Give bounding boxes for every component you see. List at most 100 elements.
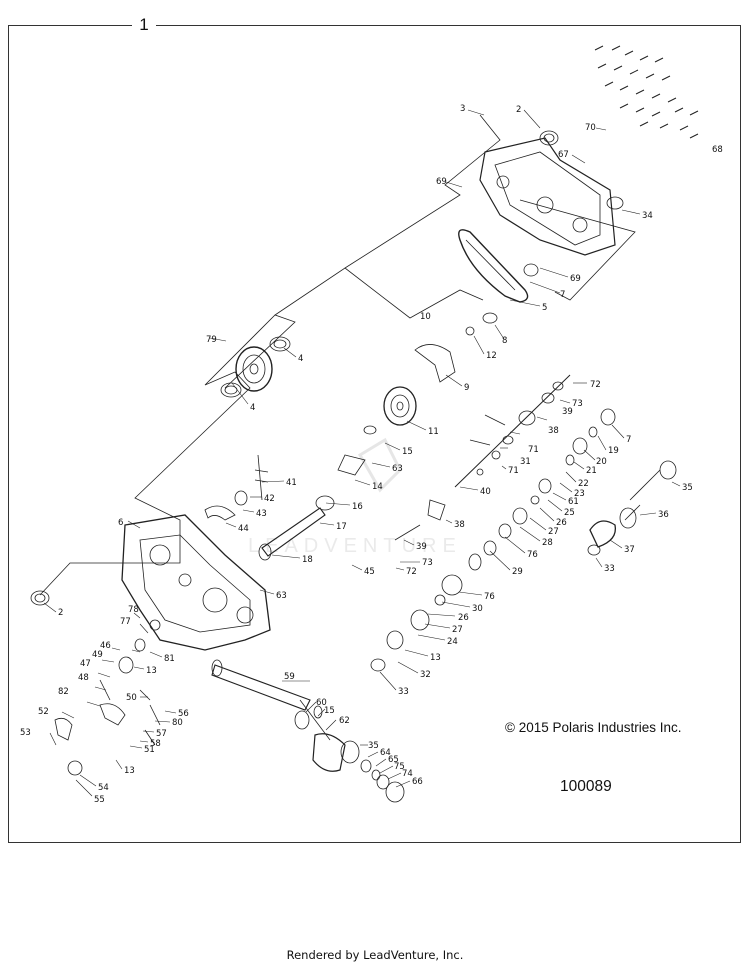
callout-26a: 26: [556, 518, 567, 528]
callout-38b: 38: [454, 520, 465, 530]
callout-50: 50: [126, 693, 137, 703]
callout-13a: 13: [430, 653, 441, 663]
callout-36: 36: [658, 510, 669, 520]
copyright-notice: © 2015 Polaris Industries Inc.: [505, 720, 682, 735]
callout-66: 66: [412, 777, 423, 787]
callout-33b: 33: [604, 564, 615, 574]
callout-19: 19: [608, 446, 619, 456]
callout-63a: 63: [392, 464, 403, 474]
callout-32: 32: [420, 670, 431, 680]
callout-39a: 39: [562, 407, 573, 417]
callout-34: 34: [642, 211, 653, 221]
callout-76b: 76: [484, 592, 495, 602]
callout-81: 81: [164, 654, 175, 664]
callout-42: 42: [264, 494, 275, 504]
callout-2b: 2: [58, 608, 63, 618]
callout-46: 46: [100, 641, 111, 651]
callout-45: 45: [364, 567, 375, 577]
callout-13c: 13: [124, 766, 135, 776]
callout-43: 43: [256, 509, 267, 519]
callout-62: 62: [339, 716, 350, 726]
callout-31: 31: [520, 457, 531, 467]
callout-41: 41: [286, 478, 297, 488]
callout-4a: 4: [298, 354, 303, 364]
callout-11: 11: [428, 427, 439, 437]
callout-61: 61: [568, 497, 579, 507]
page-number: 1: [132, 14, 156, 36]
callout-15a: 15: [402, 447, 413, 457]
callout-77: 77: [120, 617, 131, 627]
callout-69a: 69: [436, 177, 447, 187]
callout-22: 22: [578, 479, 589, 489]
callout-37: 37: [624, 545, 635, 555]
callout-53: 53: [20, 728, 31, 738]
callout-52: 52: [38, 707, 49, 717]
callout-70: 70: [585, 123, 596, 133]
callout-64: 64: [380, 748, 391, 758]
callout-78: 78: [128, 605, 139, 615]
callout-12: 12: [486, 351, 497, 361]
callout-30: 30: [472, 604, 483, 614]
callout-55: 55: [94, 795, 105, 805]
callout-35a: 35: [368, 741, 379, 751]
figure-id: 100089: [560, 778, 612, 795]
callout-40: 40: [480, 487, 491, 497]
callout-33a: 33: [398, 687, 409, 697]
callout-60: 60: [316, 698, 327, 708]
callout-58: 58: [150, 739, 161, 749]
callout-79: 79: [206, 335, 217, 345]
callout-63b: 63: [276, 591, 287, 601]
callout-7a: 7: [560, 290, 565, 300]
callout-29: 29: [512, 567, 523, 577]
callout-47: 47: [80, 659, 91, 669]
callout-73b: 73: [422, 558, 433, 568]
callout-25: 25: [564, 508, 575, 518]
callout-68: 68: [712, 145, 723, 155]
callout-72b: 72: [406, 567, 417, 577]
callout-44: 44: [238, 524, 249, 534]
callout-3: 3: [460, 104, 465, 114]
callout-21: 21: [586, 466, 597, 476]
callout-14: 14: [372, 482, 383, 492]
callout-10: 10: [420, 312, 431, 322]
assembly-outlines: [30, 45, 699, 803]
callout-39b: 39: [416, 542, 427, 552]
callout-6: 6: [118, 518, 123, 528]
callout-13b: 13: [146, 666, 157, 676]
callout-26b: 26: [458, 613, 469, 623]
callout-17: 17: [336, 522, 347, 532]
callout-69b: 69: [570, 274, 581, 284]
callout-27b: 27: [452, 625, 463, 635]
watermark-text: LEADVENTURE: [248, 535, 462, 557]
callout-28: 28: [542, 538, 553, 548]
callout-74: 74: [402, 769, 413, 779]
callout-23: 23: [574, 489, 585, 499]
callout-18: 18: [302, 555, 313, 565]
callout-48: 48: [78, 673, 89, 683]
callout-76a: 76: [527, 550, 538, 560]
callout-35b: 35: [682, 483, 693, 493]
callout-82: 82: [58, 687, 69, 697]
callout-71b: 71: [508, 466, 519, 476]
callout-54: 54: [98, 783, 109, 793]
callout-labels: 3 2 70 67 68 69 34 69 7 5 10 8 12 9 11 1…: [20, 104, 723, 805]
callout-16: 16: [352, 502, 363, 512]
callout-65: 65: [388, 755, 399, 765]
callout-67: 67: [558, 150, 569, 160]
callout-38a: 38: [548, 426, 559, 436]
callout-49: 49: [92, 650, 103, 660]
callout-80: 80: [172, 718, 183, 728]
callout-15b: 15: [324, 706, 335, 716]
callout-5: 5: [542, 303, 547, 313]
callout-75: 75: [394, 762, 405, 772]
callout-71a: 71: [528, 445, 539, 455]
leader-lines: [43, 109, 681, 797]
callout-24: 24: [447, 637, 458, 647]
diagram-frame: [8, 25, 741, 843]
callout-9: 9: [464, 383, 469, 393]
callout-59: 59: [284, 672, 295, 682]
callout-8: 8: [502, 336, 507, 346]
callout-51: 51: [144, 745, 155, 755]
watermark-logo: LEADVENTURE: [248, 437, 462, 557]
